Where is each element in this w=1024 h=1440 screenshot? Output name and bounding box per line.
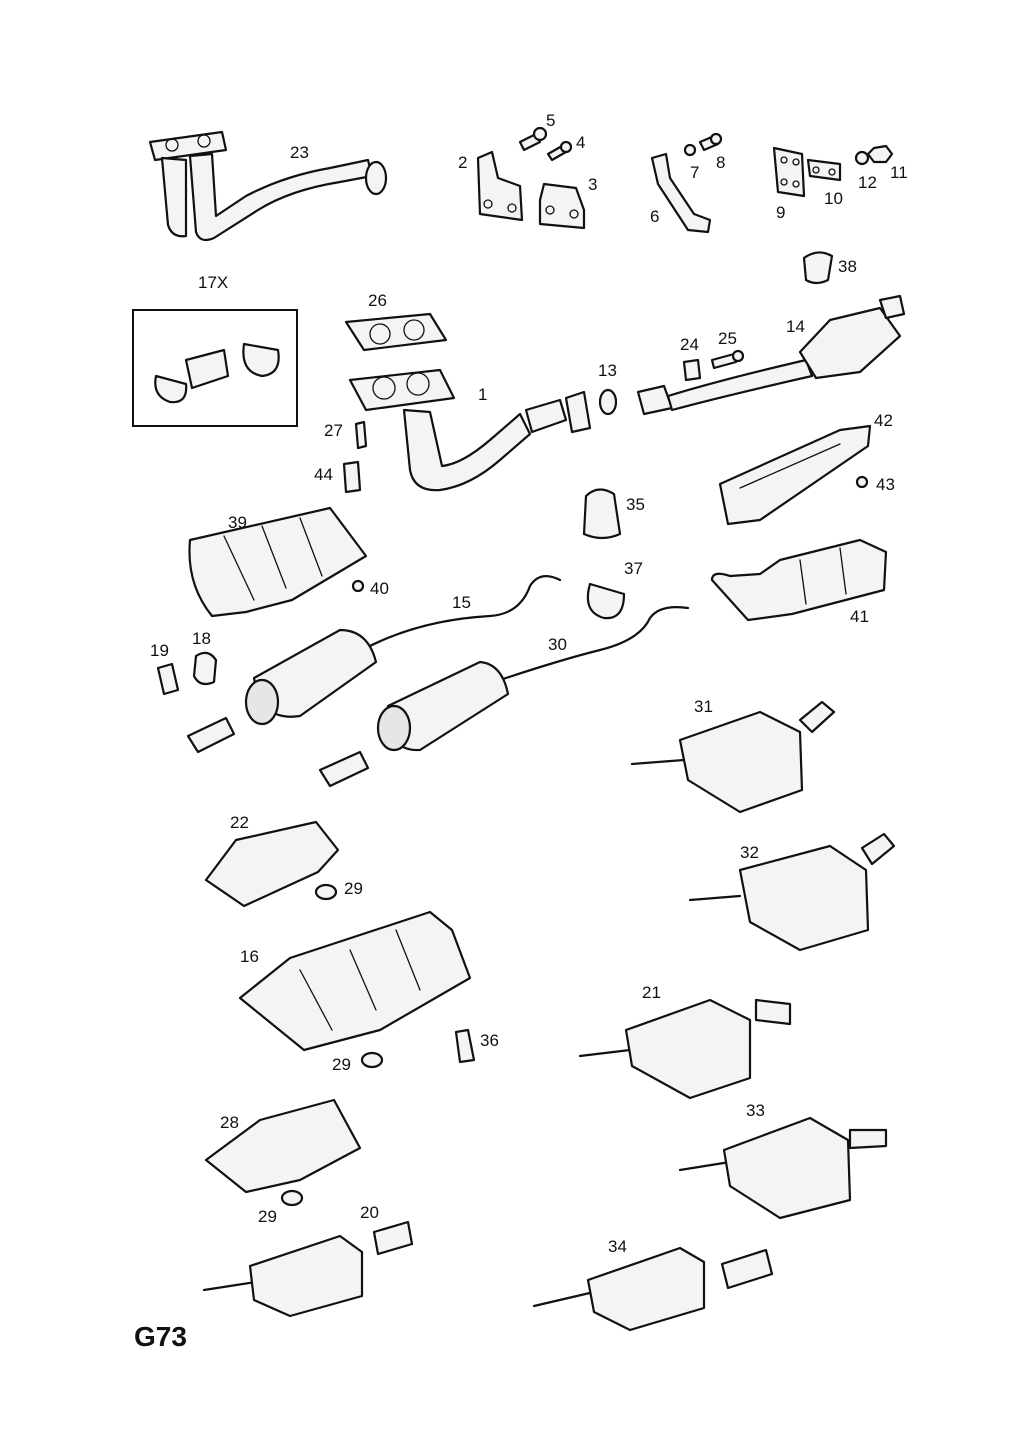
rear-silencer-34	[532, 1246, 774, 1332]
label-38: 38	[838, 257, 857, 276]
label-34: 34	[608, 1237, 627, 1256]
nut-29-a	[314, 883, 338, 901]
label-31: 31	[694, 697, 713, 716]
label-20: 20	[360, 1203, 379, 1222]
nut-11	[866, 144, 894, 164]
rear-silencer-31	[630, 700, 836, 814]
gasket-26	[344, 312, 448, 352]
label-30: 30	[548, 635, 567, 654]
rear-silencer-20	[202, 1220, 414, 1318]
bracket-2	[476, 150, 524, 222]
label-8: 8	[716, 153, 725, 172]
label-21: 21	[642, 983, 661, 1002]
label-26: 26	[368, 291, 387, 310]
label-9: 9	[776, 203, 785, 222]
label-35: 35	[626, 495, 645, 514]
bolt-8	[698, 132, 723, 152]
label-3: 3	[588, 175, 597, 194]
label-1: 1	[478, 385, 487, 404]
label-29-a: 29	[344, 879, 363, 898]
label-27: 27	[324, 421, 343, 440]
rear-silencer-41	[710, 538, 888, 622]
label-39: 39	[228, 513, 247, 532]
heat-shield-28	[204, 1098, 362, 1194]
label-33: 33	[746, 1101, 765, 1120]
label-6: 6	[650, 207, 659, 226]
nut-40	[351, 579, 365, 593]
label-44: 44	[314, 465, 333, 484]
nut-43	[855, 475, 869, 489]
plate-10	[806, 158, 842, 182]
label-29-c: 29	[258, 1207, 277, 1226]
centre-silencer-30	[318, 606, 690, 788]
label-14: 14	[786, 317, 805, 336]
label-11: 11	[890, 163, 908, 182]
rubber-mount-35	[582, 488, 622, 540]
bolt-27	[354, 420, 368, 450]
clip-36	[454, 1028, 476, 1064]
label-4: 4	[576, 133, 585, 152]
label-43: 43	[876, 475, 895, 494]
heat-shield-22	[204, 820, 340, 908]
label-17x: 17X	[198, 273, 228, 292]
heat-shield-39	[188, 506, 368, 618]
label-23: 23	[290, 143, 309, 162]
label-32: 32	[740, 843, 759, 862]
label-15: 15	[452, 593, 471, 612]
plate-9	[772, 146, 806, 198]
clip-19	[156, 662, 180, 696]
label-5: 5	[546, 111, 555, 130]
label-36: 36	[480, 1031, 499, 1050]
repair-kit-17x	[132, 309, 298, 427]
spring-44	[342, 460, 362, 494]
rubber-mount-38	[802, 251, 834, 285]
heat-shield-42	[718, 424, 872, 526]
heat-shield-16	[238, 910, 472, 1052]
bolt-4	[546, 140, 573, 162]
label-16: 16	[240, 947, 259, 966]
label-37: 37	[624, 559, 643, 578]
nut-29-b	[360, 1051, 384, 1069]
label-24: 24	[680, 335, 699, 354]
seal-ring-13	[598, 388, 618, 416]
label-29-b: 29	[332, 1055, 351, 1074]
spring-24	[682, 358, 702, 382]
rear-silencer-32	[688, 832, 896, 952]
rear-silencer-21	[578, 998, 792, 1100]
bracket-3	[538, 182, 586, 230]
clamp-37	[586, 582, 626, 620]
catalytic-converter-14	[636, 294, 906, 416]
label-18: 18	[192, 629, 211, 648]
centre-silencer-15	[186, 575, 562, 754]
label-41: 41	[850, 607, 869, 626]
label-40: 40	[370, 579, 389, 598]
label-25: 25	[718, 329, 737, 348]
nut-29-c	[280, 1189, 304, 1207]
label-42: 42	[874, 411, 893, 430]
washer-12	[854, 150, 870, 166]
label-28: 28	[220, 1113, 239, 1132]
label-2: 2	[458, 153, 467, 172]
washer-7	[683, 143, 697, 157]
label-22: 22	[230, 813, 249, 832]
hanger-6	[650, 152, 712, 234]
label-12: 12	[858, 173, 877, 192]
front-pipe-23	[148, 130, 388, 242]
label-7: 7	[690, 163, 699, 182]
label-13: 13	[598, 361, 617, 380]
label-10: 10	[824, 189, 843, 208]
bolt-25	[710, 349, 745, 370]
label-19: 19	[150, 641, 169, 660]
rubber-ring-18	[192, 651, 218, 686]
front-pipe-1	[348, 368, 592, 492]
diagram-code: G73	[134, 1321, 187, 1352]
rear-silencer-33	[678, 1116, 888, 1220]
bolt-5	[518, 126, 548, 152]
